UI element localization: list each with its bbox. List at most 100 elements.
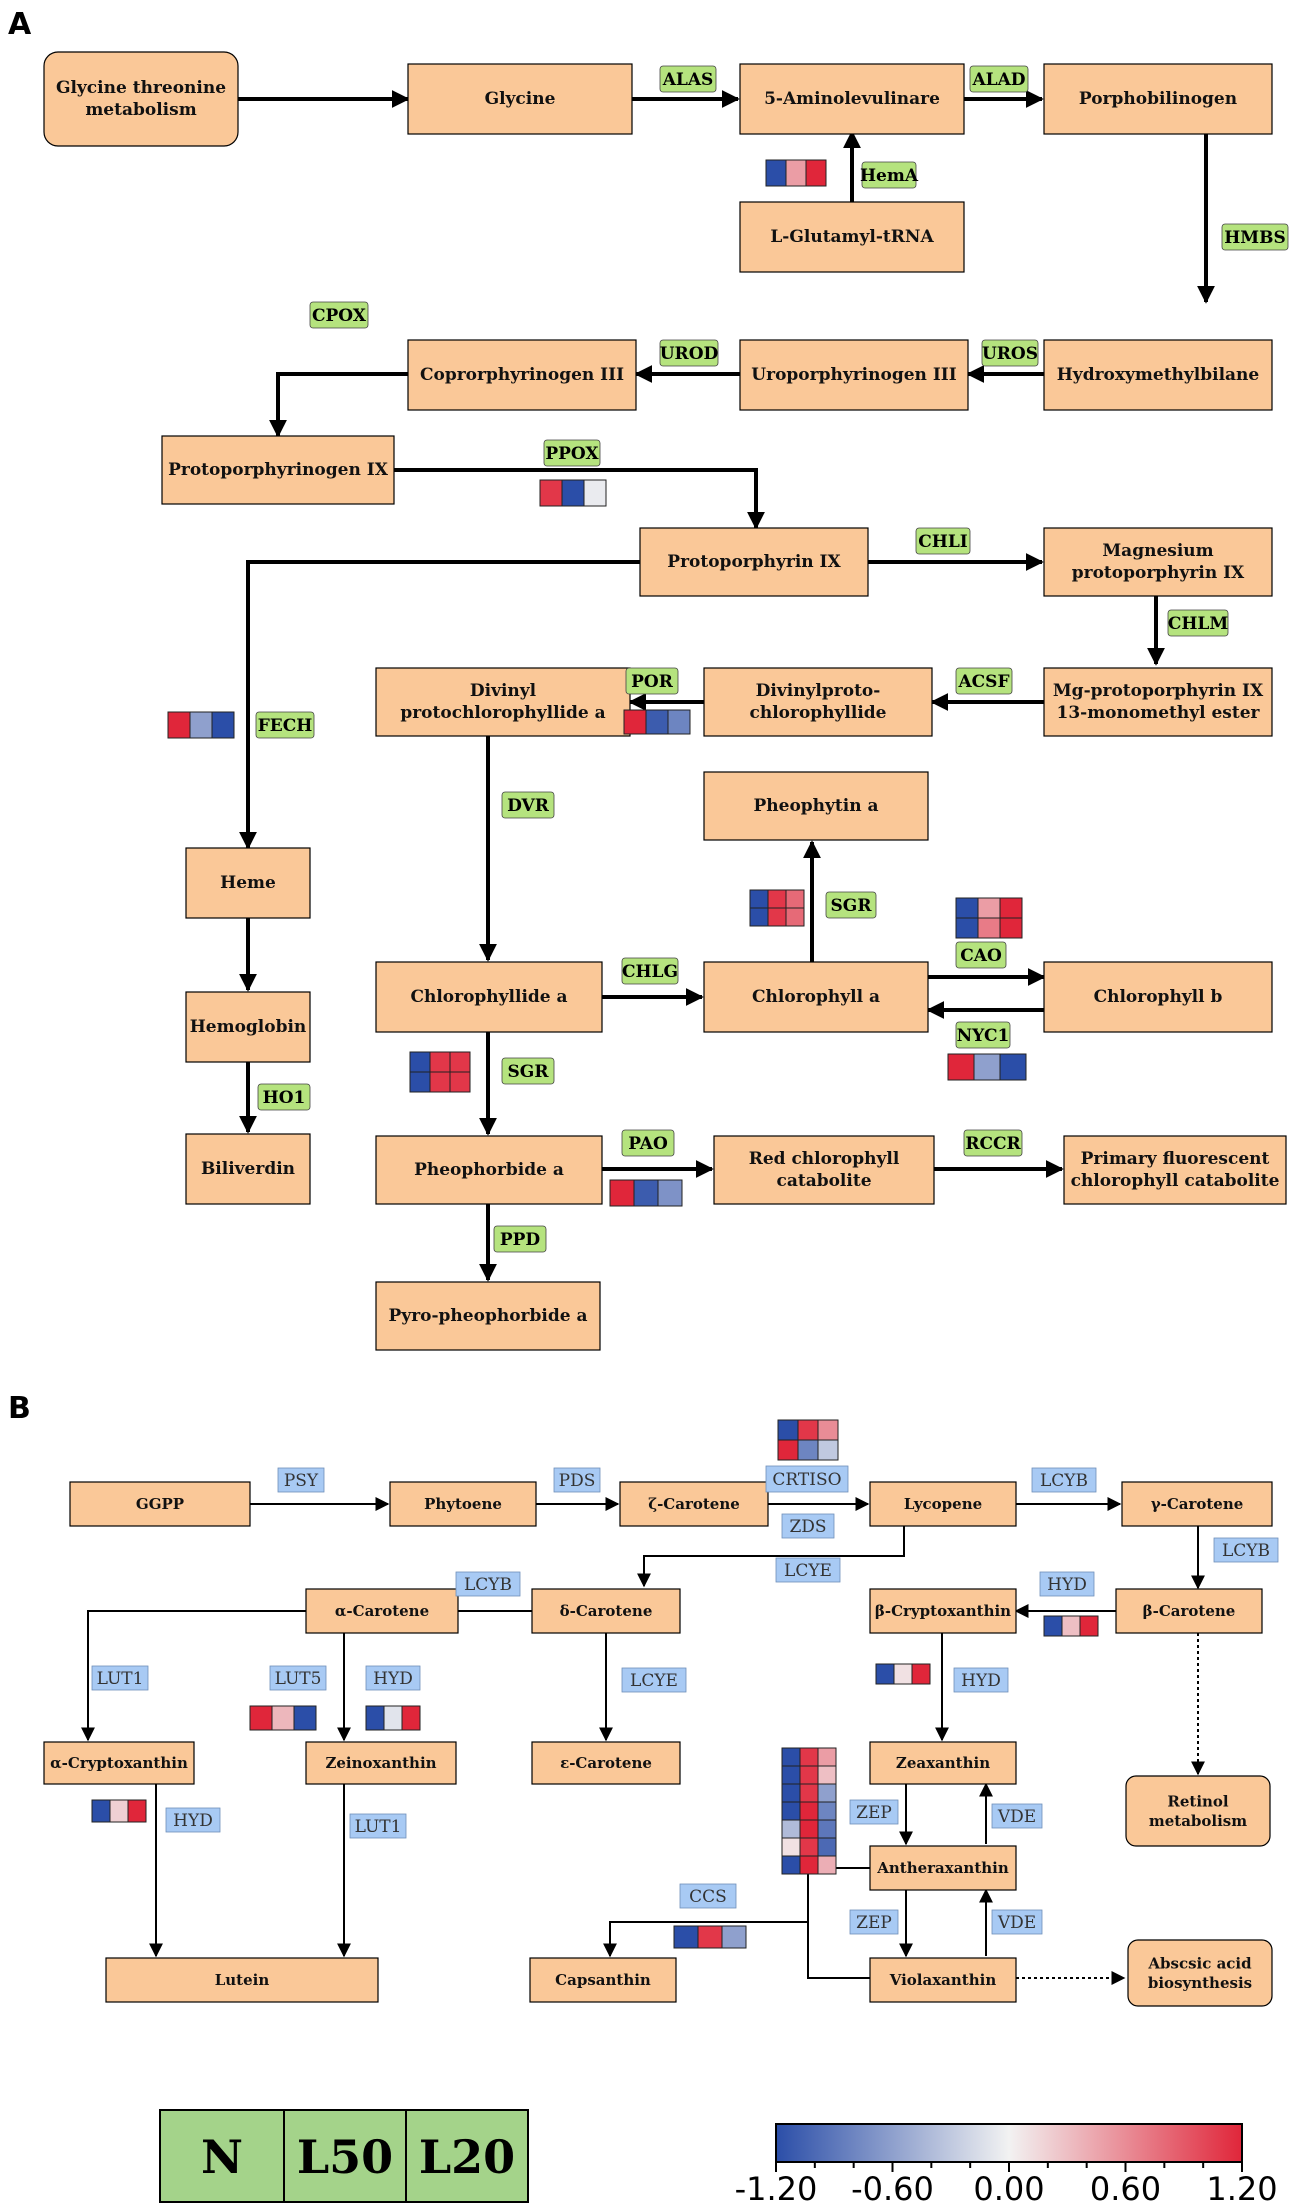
node-a-pyro: Pyro-pheophorbide a [375, 1281, 601, 1351]
enzyme-pao: PAO [621, 1129, 675, 1157]
heatmap-cell [781, 1747, 801, 1767]
node-label: β-Carotene [1143, 1602, 1236, 1620]
node-label: Divinylproto- [756, 681, 881, 701]
enzyme-label: PPD [500, 1230, 541, 1250]
colorbar-tick-label: -0.60 [851, 2170, 934, 2204]
heatmap-cell [797, 1439, 819, 1461]
heatmap-cell [817, 1783, 837, 1803]
enzyme-box [365, 1665, 421, 1691]
heatmap-cell [875, 1663, 895, 1685]
heatmap-acryp [91, 1799, 147, 1823]
node-box [305, 1588, 459, 1634]
panel-b-arrows [81, 1497, 1205, 1979]
heatmap-cell [999, 897, 1023, 919]
enzyme-cao: CAO [955, 941, 1007, 969]
heatmap-cell [817, 1419, 839, 1441]
node-box [1043, 63, 1273, 135]
node-b-lyco: Lycopene [869, 1481, 1017, 1527]
node-label: chlorophyll catabolite [1071, 1171, 1280, 1191]
arrow-acar-acryp [81, 1610, 306, 1742]
enzyme-box [659, 65, 717, 93]
panel-b-dotted-arrows [1016, 1633, 1205, 1985]
heatmap-cell [767, 889, 787, 909]
node-box [389, 1481, 537, 1527]
enzyme-zep2: ZEP [849, 1909, 899, 1935]
node-label: Abscsic acid [1147, 1954, 1252, 1972]
enzyme-lcyb3: LCYB [455, 1571, 521, 1597]
node-label: Violaxanthin [889, 1971, 997, 1989]
heatmap-lut5 [249, 1705, 317, 1731]
heatmap-cell [561, 479, 585, 507]
node-box [375, 1281, 601, 1351]
node-label: Protoporphyrinogen IX [168, 460, 389, 480]
enzyme-ho1: HO1 [257, 1083, 311, 1111]
node-label: Glycine [485, 89, 556, 109]
heatmap-cell [409, 1071, 431, 1093]
enzyme-label: HYD [961, 1671, 1001, 1691]
node-label: Mg-protoporphyrin IX [1053, 681, 1264, 701]
enzyme-label: LCYB [1222, 1541, 1270, 1561]
node-box [529, 1957, 677, 2003]
node-box [869, 1957, 1017, 2003]
node-box [305, 1741, 457, 1785]
heatmap-cell [539, 479, 563, 507]
heatmap-cell [817, 1747, 837, 1767]
heatmap-cell [781, 1837, 801, 1857]
heatmap-cell [805, 159, 827, 187]
node-a-heme: Heme [185, 847, 311, 919]
node-a-ala: 5-Aminolevulinare [739, 63, 965, 135]
heatmap-cell [977, 917, 1001, 939]
enzyme-box [1039, 1571, 1095, 1597]
heatmap-cell [697, 1925, 723, 1949]
node-label: Magnesium [1102, 541, 1213, 561]
node-box [703, 667, 933, 737]
node-box [713, 1135, 935, 1205]
enzyme-box [621, 1129, 675, 1157]
node-label: Divinyl [470, 681, 537, 701]
node-label: Uroporphyrinogen III [751, 365, 956, 385]
enzyme-label: SGR [508, 1062, 550, 1082]
panel-label-a: A [8, 7, 32, 42]
node-a-chlb: Chlorophyll b [1043, 961, 1273, 1033]
enzyme-lcye2: LCYE [621, 1667, 687, 1693]
arrow-proto-heme [239, 560, 640, 850]
enzyme-box [963, 1129, 1023, 1157]
enzyme-box [765, 1465, 849, 1493]
node-a-protogen: Protoporphyrinogen IX [161, 435, 395, 505]
node-a-uro: Uroporphyrinogen III [739, 339, 969, 411]
node-label: Porphobilinogen [1079, 89, 1237, 109]
enzyme-label: HO1 [263, 1088, 306, 1108]
heatmap-hema [765, 159, 827, 187]
heatmap-cell [167, 711, 191, 739]
heatmap-cell [749, 889, 769, 909]
heatmap-hyd2 [365, 1705, 421, 1731]
enzyme-box [501, 791, 555, 819]
enzyme-label: FECH [258, 716, 313, 736]
enzyme-nyc1: NYC1 [955, 1021, 1011, 1049]
node-b-caps: Capsanthin [529, 1957, 677, 2003]
heatmap-cell [947, 1053, 975, 1081]
enzyme-box [91, 1665, 149, 1691]
enzyme-label: UROD [660, 344, 719, 364]
enzyme-box [621, 957, 679, 985]
enzyme-box [849, 1799, 899, 1825]
enzyme-zep1: ZEP [849, 1799, 899, 1825]
node-label: chlorophyllide [749, 703, 886, 723]
heatmap-cell [211, 711, 235, 739]
heatmap-cell [429, 1051, 451, 1073]
enzyme-box [955, 941, 1007, 969]
node-box [43, 51, 239, 147]
enzyme-acsf: ACSF [955, 667, 1013, 695]
node-box [69, 1481, 251, 1527]
heatmap-cell [271, 1705, 295, 1731]
node-label: Pheophorbide a [414, 1160, 564, 1180]
node-box [703, 771, 929, 841]
heatmap-cell [401, 1705, 421, 1731]
